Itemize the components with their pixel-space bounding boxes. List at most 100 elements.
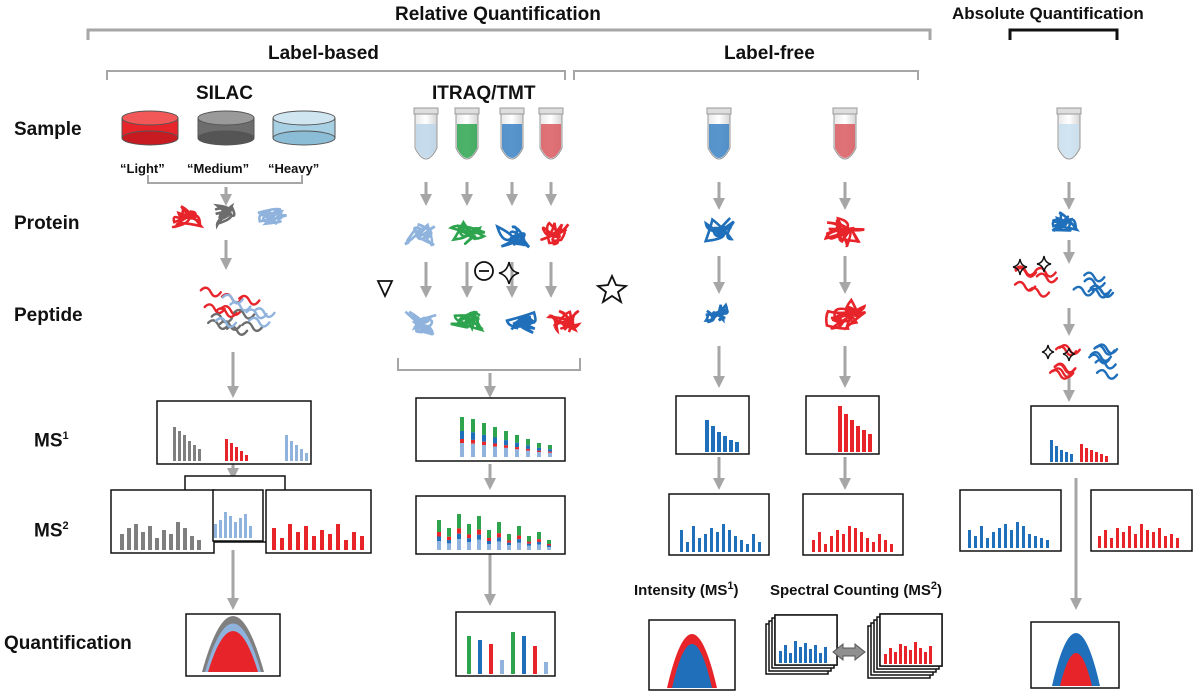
spectrum-bar [848,526,851,552]
peptide-green [450,310,485,333]
spectrum-bar [127,528,131,550]
spectrum-bar [758,542,761,552]
spectrum-bar [844,414,848,452]
spectrum-bar [328,534,332,550]
spectrum-bar [717,432,721,452]
spectrum-bar [868,434,872,452]
spectrum-bar [1105,456,1108,462]
spectrum-bar [752,534,755,552]
spectrum-bar [225,439,228,461]
spectrum-bar [862,430,866,452]
spectrum-bar [890,544,893,552]
spectrum-bar [477,529,481,535]
spectrum-bar [705,420,709,452]
spectrum-bar [824,647,827,663]
spectrum-bar [176,522,180,550]
absolute-ms2-box-red [1090,489,1193,552]
spectrum-bar [819,653,822,663]
spectrum-bar [471,439,475,444]
spectrum-bar [141,532,145,550]
spectrum-bar [1065,452,1068,462]
spectrum-bar [198,449,201,461]
spectrum-bar [148,526,152,550]
spectrum-bar [272,528,276,550]
spectrum-bar [830,536,833,552]
spectrum-bar [482,441,486,446]
tube-blue [499,107,525,160]
absolute-ms2-box-blue [959,489,1062,552]
absolute-ms1-box [1030,405,1119,465]
silac-dish-light [121,110,179,146]
spectrum-bar [304,526,308,550]
spectrum-bar [723,436,727,452]
spectrum-bar [1104,530,1107,548]
spectrum-bar [515,447,519,450]
spectrum-bar [866,538,869,552]
spectrum-bar [288,524,292,550]
spectrum-bar [1046,540,1049,548]
spectrum-bar [482,423,486,435]
spectrum-bar [537,544,541,550]
spectrum-bar [497,533,501,538]
spectrum-bar [493,427,497,438]
spectrum-bar [500,660,504,674]
spectrum-bar [312,536,316,550]
spectrum-bar [1050,440,1053,462]
protein-lightblue [404,222,436,247]
spectrum-bar [477,534,481,540]
peptide-red [215,307,238,319]
spectrum-bar [193,445,196,461]
spectrum-bar [889,648,892,664]
spectrum-bar [986,538,989,548]
spectrum-bar [487,544,491,550]
spectrum-bar [526,448,530,451]
row-label-peptide: Peptide [14,305,83,326]
spectrum-bar [460,443,464,457]
spectrum-bar [711,426,715,452]
spectrum-bar [884,540,887,552]
spectrum-bar [467,542,471,550]
spectrum-bar [799,647,802,663]
spectrum-bar [968,530,971,548]
label-based-title: Label-based [268,43,379,64]
spectrum-bar [477,516,481,530]
peptide-lightblue [404,310,437,336]
spectrum-bar [809,649,812,663]
spectrum-bar [548,452,552,457]
spectrum-bar [1095,452,1098,462]
star-tag-icon [595,273,629,305]
spectrum-bar [178,431,181,461]
spectrum-bar [460,431,464,439]
spectrum-bar [716,532,719,552]
peptide-red [1013,280,1037,292]
peptide-lightblue [253,307,276,319]
spectrum-bar [504,447,508,457]
spectrum-bar [190,536,194,550]
spectrum-bar [504,445,508,448]
spectrum-bar [547,540,551,544]
row-label-ms1: MS1 [34,430,69,452]
protein-green [447,219,487,246]
spectrum-bar [794,641,797,663]
spectrum-bar [320,530,324,550]
spectrum-bar [824,544,827,552]
spectrum-bar [437,532,441,537]
silac-ms1-box [156,400,312,465]
protein-red [171,205,205,229]
spectrum-bar [722,524,725,552]
spectrum-bar [909,650,912,664]
spectrum-bar [197,540,201,550]
spectrum-bar [224,512,227,538]
spectrum-bar [467,534,471,539]
sparkle-pair-icon [1012,255,1076,362]
quant-peak-red [1060,653,1092,686]
spectrum-bar [1140,524,1143,548]
spectrum-bar [522,636,526,674]
spectrum-bar [818,532,821,552]
row-label-protein: Protein [14,213,80,234]
spectrum-bar [504,440,508,446]
labelfree-ms1-box-blue [675,395,750,455]
absolute-bracket [1008,28,1119,40]
spectrum-bar [992,532,995,548]
